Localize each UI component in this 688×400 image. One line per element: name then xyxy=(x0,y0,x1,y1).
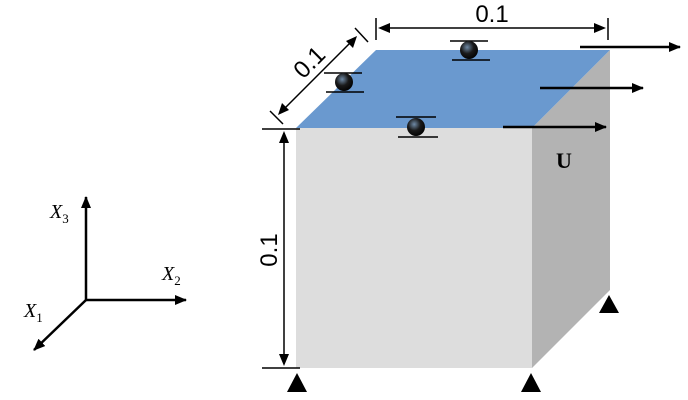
height-dimension-label: 0.1 xyxy=(256,233,283,266)
roller-ball xyxy=(460,41,478,59)
cube-side-face xyxy=(532,50,610,368)
roller-support-left xyxy=(324,72,364,93)
support-triangle-back-right xyxy=(599,295,619,313)
width-dimension: 0.1 xyxy=(375,1,609,40)
roller-ball xyxy=(335,73,353,91)
width-dimension-label: 0.1 xyxy=(475,1,508,28)
support-triangle-front-left xyxy=(287,373,307,392)
roller-support-front xyxy=(396,116,438,138)
roller-ball xyxy=(407,118,425,136)
roller-support-back xyxy=(450,40,490,61)
support-triangle-front-right xyxy=(521,373,541,392)
velocity-label: U xyxy=(556,148,572,173)
depth-dimension-label: 0.1 xyxy=(288,41,331,84)
fixed-supports xyxy=(287,295,619,392)
height-dimension: 0.1 xyxy=(256,128,300,369)
x1-axis-label: X1 xyxy=(23,300,43,325)
x3-axis-label: X3 xyxy=(49,201,69,226)
top-roller-supports xyxy=(324,40,490,138)
cube xyxy=(296,50,610,368)
velocity-arrows: U xyxy=(503,42,681,173)
cube-top-face xyxy=(296,50,610,128)
cube-front-face xyxy=(296,128,532,368)
x2-axis-label: X2 xyxy=(161,263,181,288)
x1-axis-arrow xyxy=(33,299,87,351)
coordinate-axes: X3 X2 X1 xyxy=(23,196,187,351)
